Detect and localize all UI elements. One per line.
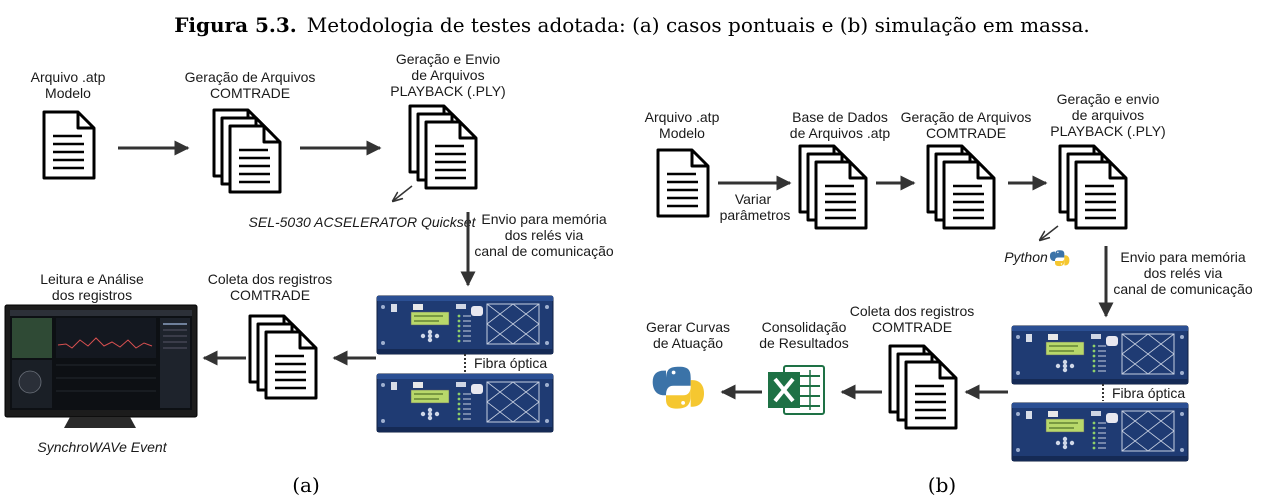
b-send-label-3: canal de comunicação: [1113, 281, 1253, 297]
b-vary-label-2: parâmetros: [720, 207, 791, 223]
a-collect-label-2: COMTRADE: [230, 287, 310, 303]
b-database-label-1: Base de Dados: [792, 109, 888, 125]
a-tool-label: SEL-5030 ACSELERATOR Quickset: [249, 214, 477, 230]
b-collect-label-1: Coleta dos registros: [850, 303, 975, 319]
panel-b-label: (b): [928, 473, 956, 497]
a-read-label-2: dos registros: [52, 287, 132, 303]
b-playback-files-icon: [1060, 146, 1126, 228]
b-playback-label-2: de arquivos: [1072, 107, 1144, 123]
b-curves-label-2: de Atuação: [653, 335, 723, 351]
b-consolidate-label-1: Consolidação: [762, 319, 847, 335]
a-relay-2: [376, 373, 554, 433]
b-comtrade-files-icon: [928, 146, 994, 228]
a-relay-1: [376, 295, 554, 355]
b-consolidate-label-2: de Resultados: [759, 335, 849, 351]
b-fiber-label: Fibra óptica: [1112, 385, 1185, 401]
a-comtrade-gen-label-1: Geração de Arquivos: [185, 69, 316, 85]
b-comtrade-gen-label-1: Geração de Arquivos: [901, 109, 1032, 125]
b-relay-2: [1011, 402, 1189, 462]
a-send-label-3: canal de comunicação: [474, 243, 614, 259]
panel-b: Arquivo .atp Modelo Variar parâmetros Ba…: [645, 91, 1253, 497]
a-send-label-2: dos relés via: [505, 227, 584, 243]
b-comtrade-gen-label-2: COMTRADE: [926, 125, 1006, 141]
b-python-pointer: [1040, 225, 1059, 240]
a-playback-label-1: Geração e Envio: [396, 51, 500, 67]
a-playback-label-3: PLAYBACK (.PLY): [390, 83, 505, 99]
b-atp-label-2: Modelo: [659, 125, 705, 141]
b-collect-label-2: COMTRADE: [872, 319, 952, 335]
b-send-label-1: Envio para memória: [1120, 249, 1245, 265]
a-playback-files-icon: [410, 106, 476, 188]
b-atp-file-icon: [656, 148, 710, 218]
b-relay-1: [1011, 325, 1189, 385]
b-database-files-icon: [800, 146, 866, 228]
b-atp-label-1: Arquivo .atp: [645, 109, 720, 125]
figure-caption: Figura 5.3. Metodologia de testes adotad…: [174, 13, 1090, 37]
panel-a-label: (a): [292, 473, 320, 497]
a-playback-label-2: de Arquivos: [411, 67, 484, 83]
b-database-label-2: de Arquivos .atp: [790, 125, 891, 141]
b-python-label: Python: [1004, 249, 1048, 265]
a-collect-label-1: Coleta dos registros: [208, 271, 333, 287]
a-atp-label-1: Arquivo .atp: [31, 69, 106, 85]
monitor-icon: [4, 304, 198, 428]
a-comtrade-files-icon: [214, 110, 280, 192]
a-atp-file-icon: [42, 110, 96, 180]
b-python-small-icon: [1049, 250, 1070, 267]
a-software-label: SynchroWAVe Event: [37, 439, 167, 455]
a-send-label-1: Envio para memória: [481, 211, 606, 227]
a-atp-label-2: Modelo: [45, 85, 91, 101]
a-read-label-1: Leitura e Análise: [40, 271, 144, 287]
panel-a: Arquivo .atp Modelo Geração de Arquivos …: [4, 51, 614, 497]
a-comtrade-gen-label-2: COMTRADE: [210, 85, 290, 101]
caption-text: Metodologia de testes adotada: (a) casos…: [307, 13, 1090, 37]
excel-icon: [768, 365, 825, 415]
a-collect-files-icon: [250, 316, 316, 398]
b-vary-label-1: Variar: [735, 191, 772, 207]
a-fiber-label: Fibra óptica: [474, 355, 547, 371]
b-send-label-2: dos relés via: [1144, 265, 1223, 281]
python-logo-icon: [652, 366, 704, 409]
b-playback-label-1: Geração e envio: [1057, 91, 1160, 107]
caption-label: Figura 5.3.: [174, 13, 297, 37]
b-collect-files-icon: [890, 346, 956, 428]
b-playback-label-3: PLAYBACK (.PLY): [1050, 123, 1165, 139]
b-curves-label-1: Gerar Curvas: [646, 319, 730, 335]
a-tool-pointer: [393, 185, 413, 201]
